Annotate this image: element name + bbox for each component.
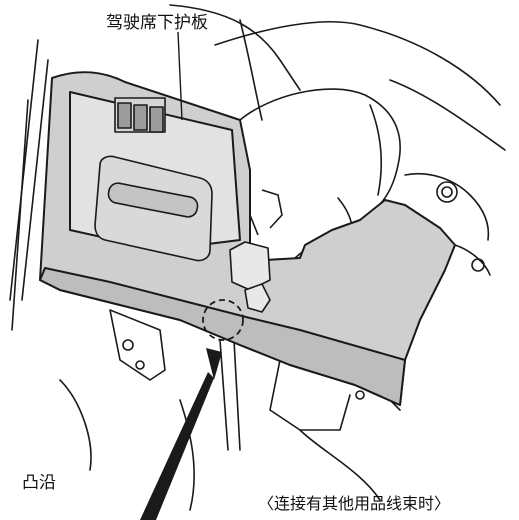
flange-highlight-circle	[202, 299, 244, 341]
bracket-hole	[122, 339, 134, 351]
mechanism-outline	[454, 244, 491, 276]
pocket-handle	[107, 182, 199, 218]
bracket-hole	[355, 390, 365, 400]
panel-leader-line	[177, 31, 183, 121]
harness-outline	[59, 379, 92, 471]
bolt-circle	[436, 181, 458, 203]
switch	[133, 104, 148, 131]
switch	[149, 106, 164, 133]
bolt-circle	[471, 258, 485, 272]
door-frame-line	[21, 59, 49, 301]
mechanism-outline	[404, 172, 490, 241]
clip-mount	[244, 283, 271, 313]
flange-label: 凸沿	[22, 473, 56, 493]
door-frame-line	[11, 99, 29, 331]
under-cover-bottom-band	[39, 267, 406, 406]
clip-mount	[229, 241, 271, 291]
clip-detail	[249, 214, 259, 236]
bracket-hole	[135, 360, 145, 370]
harness-outline	[299, 429, 381, 501]
steering-column-outline	[239, 19, 263, 121]
bolt-circle	[441, 186, 453, 198]
bracket-outline	[109, 309, 166, 381]
hand-outline	[369, 104, 383, 196]
panel-label: 驾驶席下护板	[106, 13, 208, 33]
steering-column-outline	[214, 20, 501, 106]
harness-note-label: 〈连接有其他用品线束时〉	[258, 494, 451, 513]
steering-column-outline	[389, 79, 506, 151]
flange-pointer	[140, 372, 214, 520]
rod-outline	[219, 339, 229, 451]
clip-detail	[261, 189, 283, 229]
harness-outline	[179, 399, 195, 511]
steering-column-outline	[169, 4, 301, 91]
rod-outline	[233, 339, 241, 451]
switch	[117, 102, 132, 129]
flange-pointer-tip	[206, 348, 222, 380]
door-frame-line	[9, 39, 39, 301]
